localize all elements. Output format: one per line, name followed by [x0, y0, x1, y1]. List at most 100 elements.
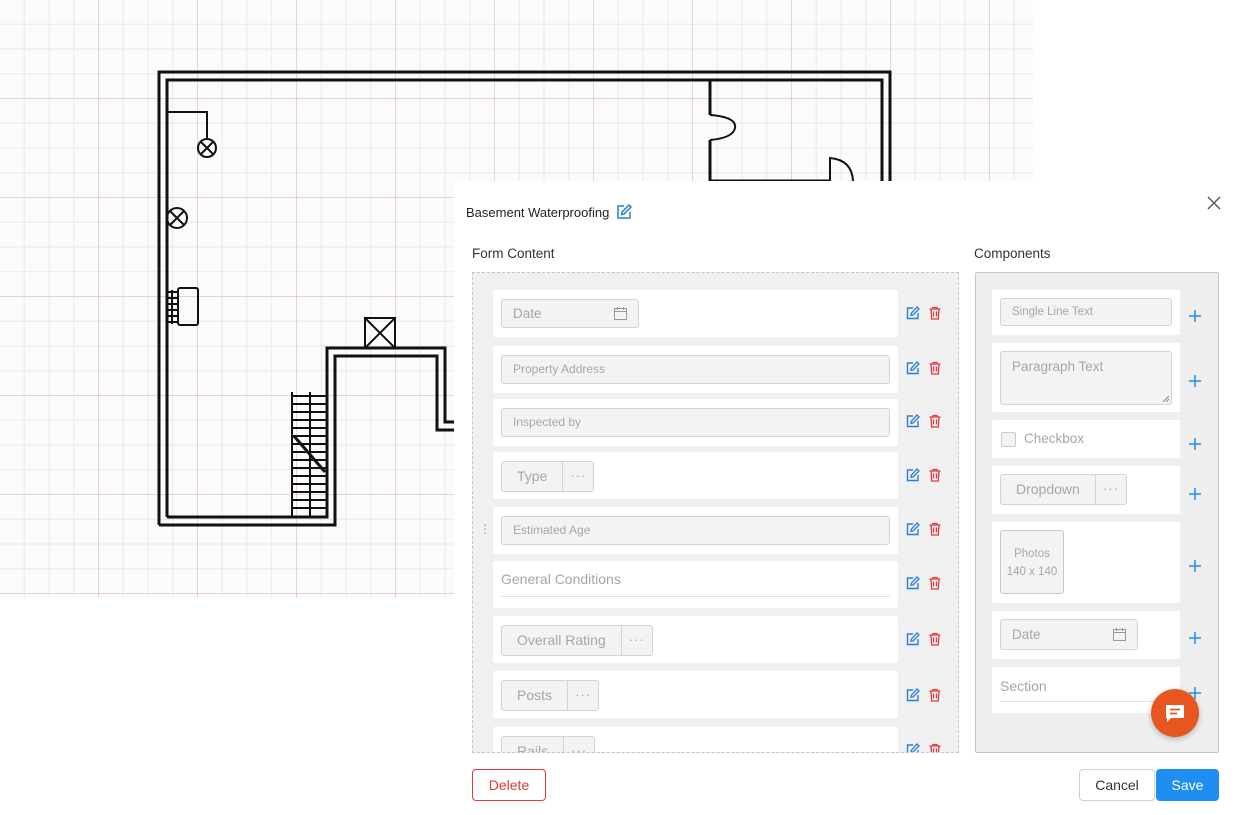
- dropdown-label: Rails: [517, 743, 549, 753]
- section-divider: [501, 596, 890, 597]
- dropdown-label: Type: [517, 468, 548, 484]
- resize-handle-icon: [1162, 395, 1169, 402]
- components-heading: Components: [974, 246, 1051, 261]
- section-label: Section: [1000, 678, 1047, 694]
- plus-icon[interactable]: [1187, 630, 1203, 646]
- component-single-line-text[interactable]: Single Line Text: [992, 290, 1180, 335]
- dropdown-label: Posts: [517, 687, 553, 703]
- component-paragraph-text[interactable]: Paragraph Text: [992, 343, 1180, 412]
- overall-rating-dropdown[interactable]: Overall Rating ···: [501, 625, 653, 656]
- more-options-button[interactable]: ···: [567, 681, 598, 710]
- save-button[interactable]: Save: [1156, 769, 1219, 801]
- calendar-icon: [1113, 628, 1126, 641]
- chat-button[interactable]: [1151, 689, 1199, 737]
- type-dropdown[interactable]: Type ···: [501, 461, 595, 492]
- form-row-date[interactable]: Date: [493, 290, 898, 337]
- component-section[interactable]: Section: [992, 667, 1180, 713]
- row-actions-overall-rating: [906, 632, 942, 646]
- form-row-inspected-by[interactable]: Inspected by: [493, 399, 898, 446]
- more-options-button[interactable]: ···: [563, 737, 594, 752]
- single-line-text-sample: Single Line Text: [1000, 298, 1172, 326]
- component-photos[interactable]: Photos 140 x 140: [992, 522, 1180, 603]
- checkbox-box: [1001, 432, 1016, 447]
- row-actions-estimated-age: [906, 522, 942, 536]
- delete-button[interactable]: Delete: [472, 769, 546, 801]
- form-row-general-conditions[interactable]: General Conditions: [493, 561, 898, 608]
- close-icon[interactable]: [1206, 195, 1222, 211]
- section-divider: [1000, 701, 1172, 702]
- row-actions-property-address: [906, 361, 942, 375]
- form-row-overall-rating[interactable]: Overall Rating ···: [493, 616, 898, 663]
- property-address-field[interactable]: Property Address: [501, 355, 890, 384]
- trash-icon[interactable]: [928, 522, 942, 536]
- form-content-panel[interactable]: Date Property Address Inspected by: [472, 272, 959, 753]
- form-row-rails[interactable]: Rails ···: [493, 727, 898, 753]
- more-options-button: ···: [1094, 475, 1126, 504]
- photos-placeholder: Photos 140 x 140: [1000, 530, 1064, 594]
- edit-icon[interactable]: [906, 361, 920, 375]
- more-options-button[interactable]: ···: [620, 626, 652, 655]
- plus-icon[interactable]: [1187, 685, 1203, 701]
- components-panel: Single Line Text Paragraph Text Checkbox…: [975, 272, 1219, 753]
- trash-icon[interactable]: [928, 743, 942, 753]
- trash-icon[interactable]: [928, 468, 942, 482]
- row-actions-posts: [906, 688, 942, 702]
- rails-dropdown[interactable]: Rails ···: [501, 736, 596, 753]
- date-field[interactable]: Date: [501, 299, 639, 328]
- paragraph-text-label: Paragraph Text: [1012, 359, 1104, 374]
- form-row-estimated-age[interactable]: Estimated Age: [493, 507, 898, 554]
- row-actions-general-conditions: [906, 576, 942, 590]
- trash-icon[interactable]: [928, 306, 942, 320]
- form-editor-modal: Basement Waterproofing Form Content Comp…: [454, 181, 1239, 815]
- edit-icon[interactable]: [906, 522, 920, 536]
- row-actions-inspected-by: [906, 414, 942, 428]
- paragraph-text-sample: Paragraph Text: [1000, 351, 1172, 405]
- component-checkbox[interactable]: Checkbox: [992, 420, 1180, 458]
- checkbox-label: Checkbox: [1024, 431, 1085, 446]
- estimated-age-field[interactable]: Estimated Age: [501, 516, 890, 545]
- trash-icon[interactable]: [928, 688, 942, 702]
- component-dropdown[interactable]: Dropdown ···: [992, 466, 1180, 514]
- row-actions-date: [906, 306, 942, 320]
- edit-icon[interactable]: [906, 468, 920, 482]
- edit-icon[interactable]: [615, 203, 633, 221]
- form-row-type[interactable]: Type ···: [493, 452, 898, 499]
- trash-icon[interactable]: [928, 361, 942, 375]
- plus-icon[interactable]: [1187, 486, 1203, 502]
- plus-icon[interactable]: [1187, 373, 1203, 389]
- form-row-property-address[interactable]: Property Address: [493, 346, 898, 393]
- edit-icon[interactable]: [906, 306, 920, 320]
- row-actions-rails: [906, 743, 942, 753]
- edit-icon[interactable]: [906, 576, 920, 590]
- chat-icon: [1166, 705, 1184, 722]
- date-label: Date: [1012, 627, 1041, 642]
- section-label: General Conditions: [501, 571, 621, 587]
- inspected-by-field[interactable]: Inspected by: [501, 408, 890, 437]
- form-content-heading: Form Content: [472, 246, 555, 261]
- plus-icon[interactable]: [1187, 308, 1203, 324]
- edit-icon[interactable]: [906, 688, 920, 702]
- modal-title: Basement Waterproofing: [466, 204, 610, 220]
- more-options-button[interactable]: ···: [562, 462, 593, 491]
- plus-icon[interactable]: [1187, 558, 1203, 574]
- edit-icon[interactable]: [906, 414, 920, 428]
- edit-icon[interactable]: [906, 632, 920, 646]
- trash-icon[interactable]: [928, 576, 942, 590]
- row-actions-type: [906, 468, 942, 482]
- date-sample: Date: [1000, 619, 1138, 650]
- posts-dropdown[interactable]: Posts ···: [501, 680, 600, 711]
- modal-title-row: Basement Waterproofing: [466, 203, 633, 221]
- dropdown-sample: Dropdown ···: [1000, 474, 1127, 505]
- dropdown-label: Dropdown: [1016, 481, 1080, 497]
- cancel-button[interactable]: Cancel: [1079, 769, 1155, 801]
- calendar-icon: [614, 307, 627, 320]
- photos-label: Photos: [1014, 548, 1050, 560]
- plus-icon[interactable]: [1187, 436, 1203, 452]
- dropdown-label: Overall Rating: [517, 632, 606, 648]
- trash-icon[interactable]: [928, 632, 942, 646]
- trash-icon[interactable]: [928, 414, 942, 428]
- form-row-posts[interactable]: Posts ···: [493, 671, 898, 718]
- date-field-placeholder: Date: [513, 306, 542, 321]
- component-date[interactable]: Date: [992, 611, 1180, 659]
- edit-icon[interactable]: [906, 743, 920, 753]
